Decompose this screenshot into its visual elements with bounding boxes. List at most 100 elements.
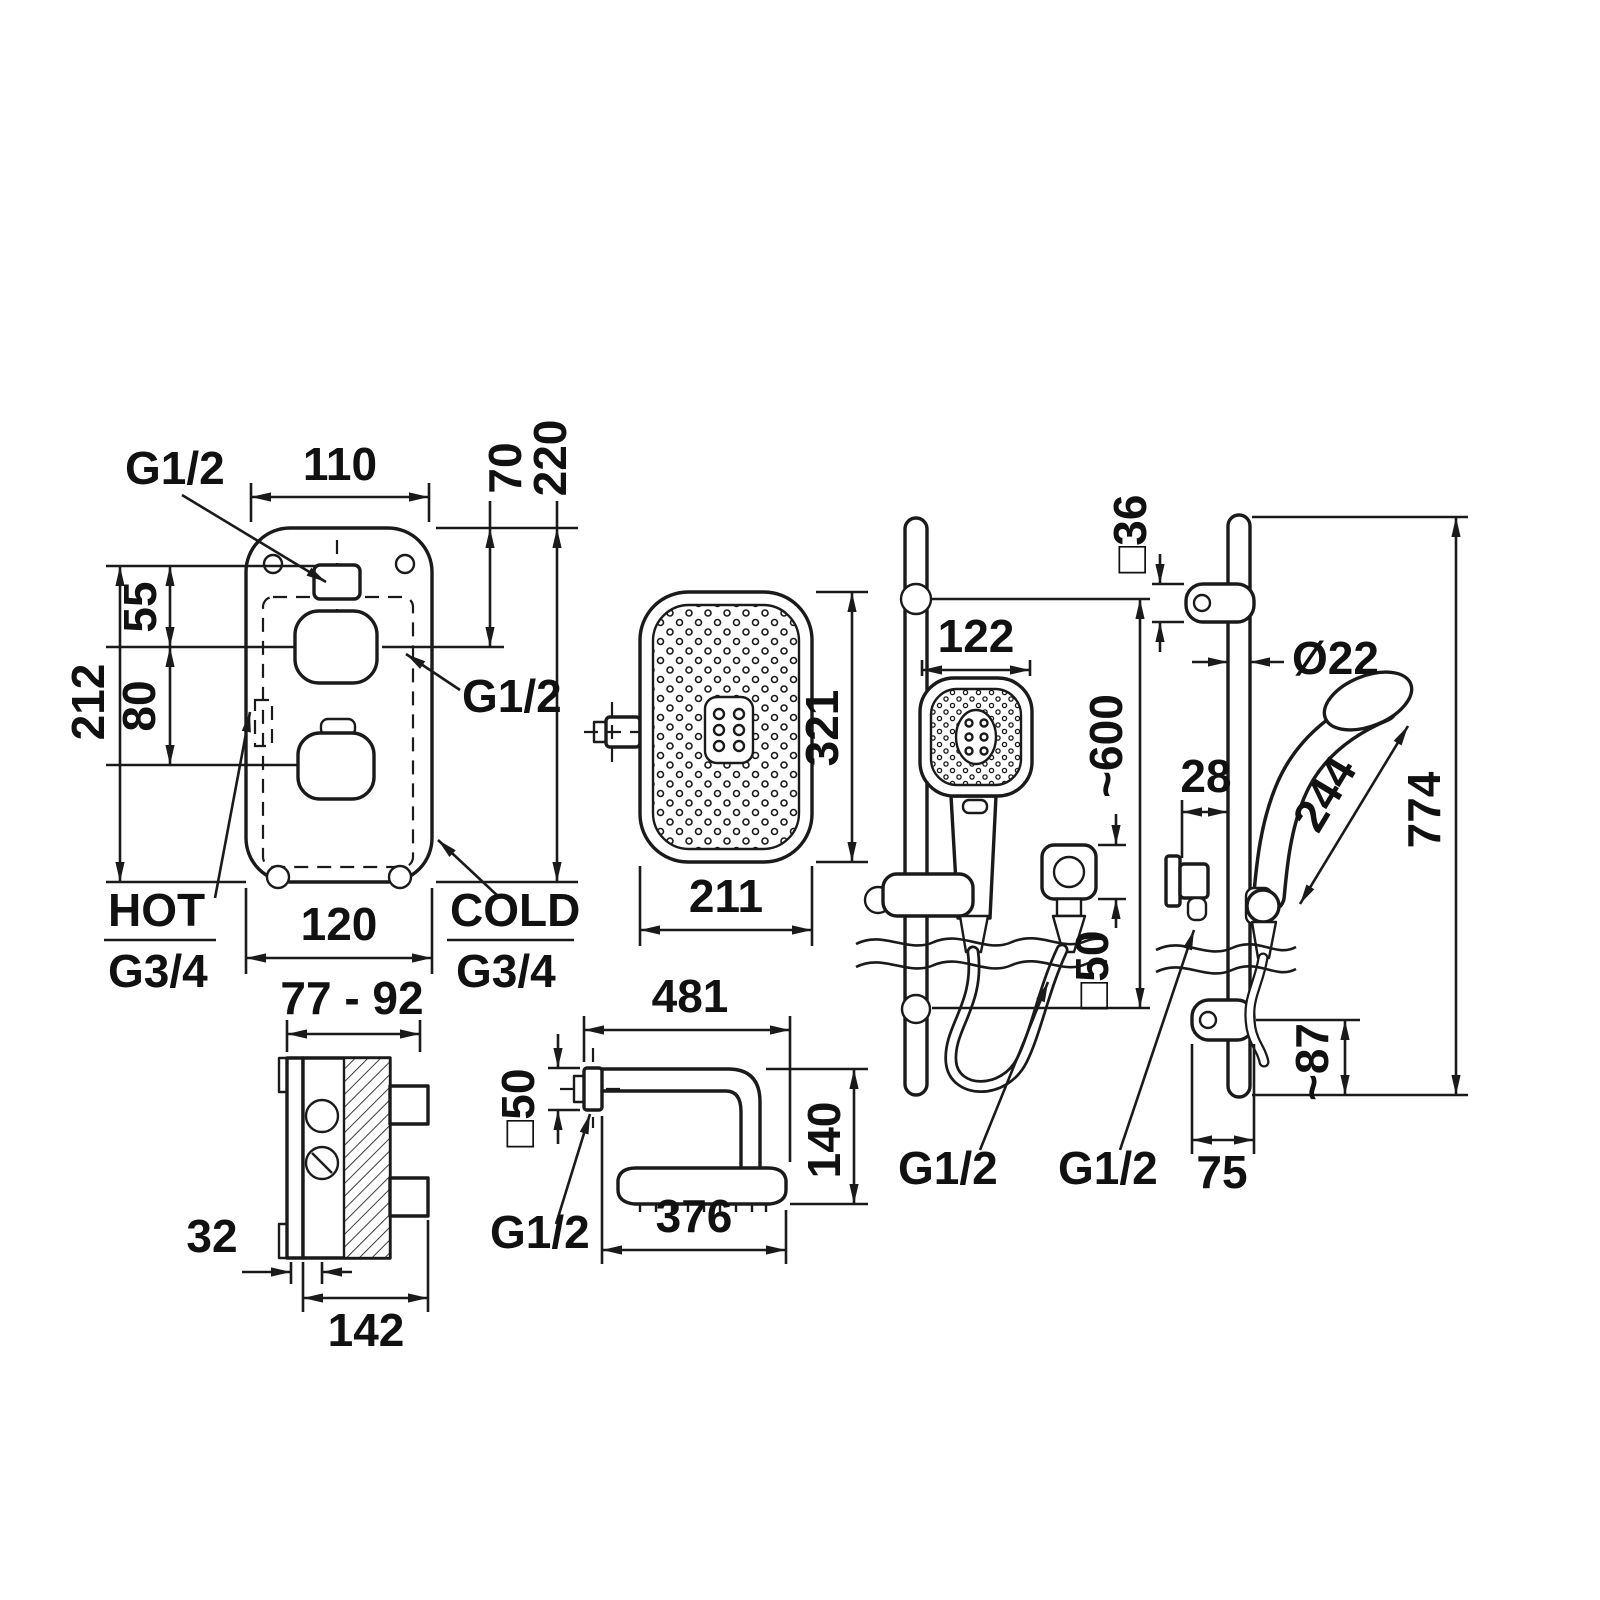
cold-thread-label: G3/4: [456, 945, 556, 997]
upper-knob: [293, 609, 379, 685]
valve-side-view: 77 - 92 32 142: [186, 972, 430, 1356]
valve-front-plate: [285, 1056, 305, 1260]
thread-top-label: G1/2: [125, 442, 225, 494]
screw-hole-right: [394, 553, 416, 575]
foot-left: [265, 864, 291, 890]
dim-sq50-outlet: □50: [1066, 814, 1126, 1009]
holder-ball-joint: [1245, 888, 1281, 924]
foot-right: [387, 864, 413, 890]
dim-75-label: 75: [1196, 1146, 1247, 1198]
dim-sq36-label: □36: [1104, 495, 1156, 574]
dim-28-label: 28: [1180, 750, 1231, 802]
thread-hose-label: G1/2: [898, 1142, 998, 1194]
arm-wall-flange: [582, 1066, 604, 1112]
bracket-screw-bottom: [1198, 1010, 1218, 1030]
dim-122-label: 122: [938, 610, 1015, 662]
thread-hose-callout: G1/2: [898, 981, 1050, 1194]
dim-376-label: 376: [656, 1190, 733, 1242]
thread-elbow-callout: G1/2: [1058, 929, 1196, 1194]
dim-321-label: 321: [796, 690, 848, 767]
rail-bottom-joint: [900, 993, 932, 1025]
dim-32-label: 32: [186, 1210, 237, 1262]
wall-outlet-port: [1052, 855, 1086, 889]
thread-side-callout: G1/2: [405, 652, 562, 722]
dim-87-label: ~87: [1286, 1023, 1338, 1101]
bracket-screw-top: [1192, 593, 1212, 613]
dim-600: ~600: [932, 597, 1150, 1010]
head-center-plate: [703, 695, 755, 765]
dim-110: 110: [249, 438, 431, 522]
screw-hole-left: [262, 553, 284, 575]
mixer-plate: [244, 526, 434, 884]
dim-140: 140: [766, 1067, 868, 1206]
hot-callout: HOT G3/4: [104, 711, 252, 997]
wall-elbow-body: [1178, 862, 1210, 900]
dim-sq50-arm-label: □50: [492, 1069, 544, 1148]
cold-callout: COLD G3/4: [437, 839, 580, 997]
dim-120-label: 120: [301, 898, 378, 950]
dim-774-label: 774: [1398, 771, 1450, 848]
dim-600-label: ~600: [1080, 694, 1132, 798]
thread-side-label: G1/2: [462, 670, 562, 722]
break-line: [1155, 943, 1297, 953]
dim-481-label: 481: [652, 970, 729, 1022]
valve-outlet-lower: [388, 1176, 430, 1218]
lower-knob: [296, 731, 376, 801]
break-line: [855, 936, 1108, 947]
handset-center-oval: [954, 708, 998, 766]
handset-button: [961, 798, 989, 815]
handset-side-head: [1322, 670, 1414, 732]
dim-122: 122: [920, 610, 1032, 676]
hand-shower-front-view: 122 ~600 □50 G1/2: [855, 516, 1150, 1194]
wall-outlet-nut: [1055, 897, 1083, 918]
thread-arm-callout: G1/2: [490, 1113, 592, 1258]
dim-77-92-label: 77 - 92: [280, 972, 423, 1024]
dim-211-label: 211: [689, 870, 763, 922]
dim-55-label: 55: [114, 581, 166, 632]
dim-80-label: 80: [113, 680, 165, 731]
dim-220: 220: [436, 420, 578, 884]
valve-outlet-upper: [388, 1084, 430, 1126]
handset-holder: [881, 872, 975, 918]
dim-220-label: 220: [524, 420, 576, 497]
dim-110-label: 110: [303, 438, 377, 490]
mixer-front-view: 110 70 220 55 80 212: [62, 420, 580, 997]
dim-75: 75: [1190, 1044, 1256, 1198]
wall-elbow-outlet: [1186, 896, 1208, 922]
arm-outer-edge: [600, 1067, 762, 1170]
dim-140-label: 140: [798, 1102, 850, 1179]
head-nozzle-ticks: [638, 1204, 768, 1212]
dim-142-label: 142: [328, 1304, 405, 1356]
side-port-hidden: [253, 698, 274, 748]
dim-55-80-212: 55 80 212: [62, 564, 318, 884]
dim-481: 481: [582, 970, 792, 1162]
break-line: [855, 959, 1108, 970]
hot-label: HOT: [108, 884, 205, 936]
top-outlet-connector: [312, 563, 362, 601]
thread-elbow-label: G1/2: [1058, 1142, 1158, 1194]
dim-77-92: 77 - 92: [280, 972, 424, 1052]
dim-211: 211: [638, 866, 814, 946]
rail-top-joint: [899, 582, 933, 616]
dim-321: 321: [796, 590, 868, 864]
wall-outlet-flange: [1040, 843, 1098, 901]
dim-212-label: 212: [62, 664, 114, 741]
dim-d22: Ø22: [1192, 632, 1379, 684]
dim-32: 32: [186, 1210, 352, 1284]
rail-side: [1226, 513, 1252, 1099]
dim-sq50-outlet-label: □50: [1066, 931, 1118, 1010]
hot-thread-label: G3/4: [108, 945, 208, 997]
dim-87: ~87: [1256, 1018, 1360, 1101]
dim-28: 28: [1180, 750, 1232, 858]
dim-774: 774: [1252, 515, 1468, 1097]
wall-elbow-flange: [1164, 854, 1182, 908]
dim-sq36: □36: [1104, 495, 1184, 652]
rail-top-bracket: [1184, 582, 1256, 624]
valve-hatch-section: [342, 1056, 392, 1260]
head-side-profile: [616, 1166, 788, 1206]
dim-70: 70: [382, 442, 578, 649]
valve-port-upper: [304, 1098, 340, 1134]
dim-120: 120: [244, 888, 434, 974]
